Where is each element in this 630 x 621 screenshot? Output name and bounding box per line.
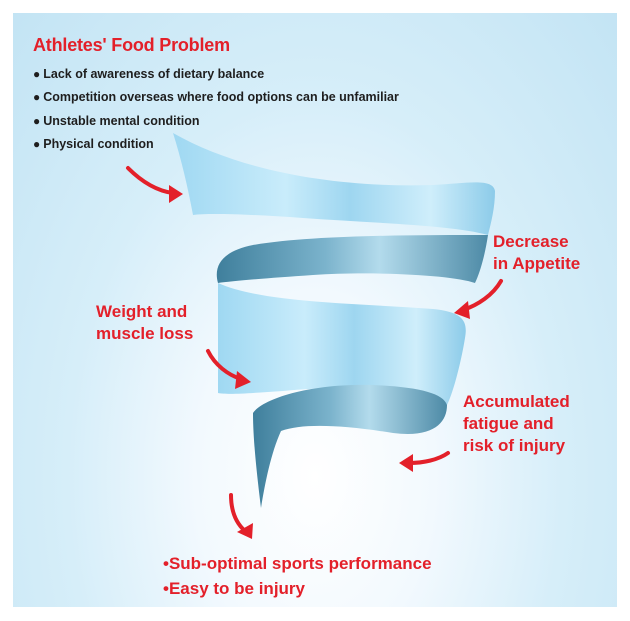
spiral-ribbon [126, 133, 503, 539]
ribbon-band-4 [253, 384, 447, 508]
bullet-icon: ● [33, 90, 41, 105]
arrow-to-spiral [126, 166, 175, 195]
ribbon-band-3 [218, 283, 466, 405]
result-list: •Sub-optimal sports performance •Easy to… [163, 553, 432, 603]
diagram-title: Athletes' Food Problem [33, 35, 230, 55]
problem-item: ●Physical condition [33, 137, 154, 152]
problem-item: ●Competition overseas where food options… [33, 90, 399, 105]
arrow-appetite [461, 279, 503, 312]
stage-label-fatigue: Accumulated fatigue and risk of injury [463, 392, 570, 455]
arrow-appetite-head [454, 301, 470, 319]
bullet-icon: ● [33, 113, 41, 128]
arrow-weight-head [235, 371, 251, 389]
bullet-icon: ● [33, 137, 41, 152]
result-item: •Easy to be injury [163, 579, 305, 598]
ribbon-band-2 [216, 235, 489, 283]
ribbon-band-1 [173, 133, 495, 235]
arrow-results-head [237, 523, 253, 539]
result-item: •Sub-optimal sports performance [163, 554, 432, 573]
problem-item: ●Unstable mental condition [33, 113, 200, 128]
problem-list: ●Lack of awareness of dietary balance ●C… [33, 66, 399, 160]
bullet-icon: • [163, 579, 169, 598]
stage-label-appetite: Decrease in Appetite [493, 232, 581, 273]
bullet-icon: • [163, 554, 169, 573]
arrow-fatigue-head [399, 454, 413, 472]
problem-item: ●Lack of awareness of dietary balance [33, 67, 265, 81]
stage-label-weight: Weight and muscle loss [96, 302, 194, 343]
diagram-panel: Athletes' Food Problem ●Lack of awarenes… [13, 13, 617, 607]
arrow-results [229, 493, 247, 533]
bullet-icon: ● [33, 67, 41, 81]
arrow-fatigue [407, 451, 450, 465]
arrow-to-spiral-head [169, 185, 183, 203]
